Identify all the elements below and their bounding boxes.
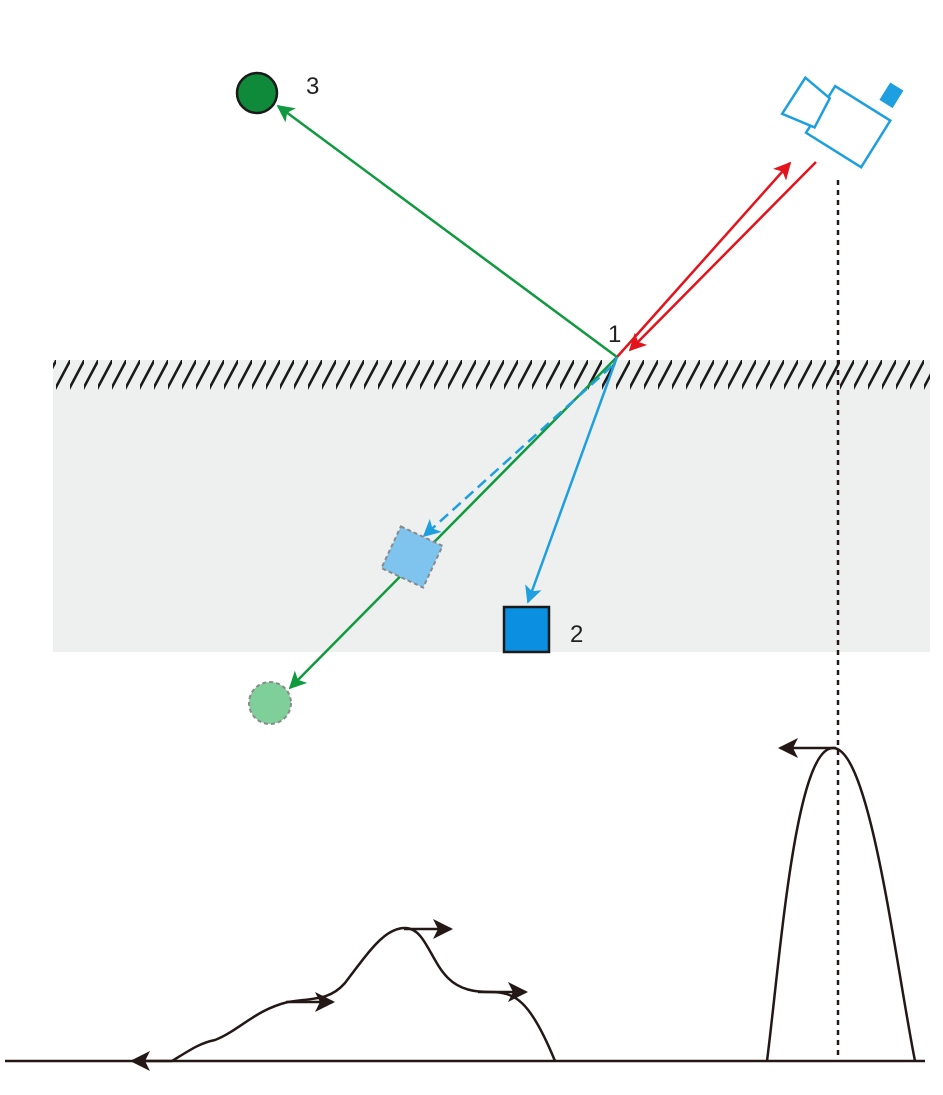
blue-ray-to-object-2 <box>525 356 619 604</box>
red-return-ray <box>628 161 817 352</box>
blue-dashed-ray-to-virtual-square <box>422 365 613 538</box>
camera-icon <box>780 75 904 169</box>
green-ray-to-object-3 <box>276 104 618 359</box>
broad-response-curve <box>171 926 557 1063</box>
object-3-circle <box>235 71 279 115</box>
virtual-square-image <box>380 525 444 589</box>
interface-hatch <box>53 360 930 390</box>
label-object-3: 3 <box>306 73 319 100</box>
red-outgoing-ray <box>616 161 792 358</box>
virtual-circle-image <box>248 681 292 725</box>
object-2-square <box>502 605 551 654</box>
narrow-response-peak <box>765 746 917 1062</box>
medium-region <box>53 360 930 652</box>
label-point-1: 1 <box>608 321 621 348</box>
label-object-2: 2 <box>570 621 583 648</box>
green-ray-to-virtual-circle <box>288 356 618 690</box>
